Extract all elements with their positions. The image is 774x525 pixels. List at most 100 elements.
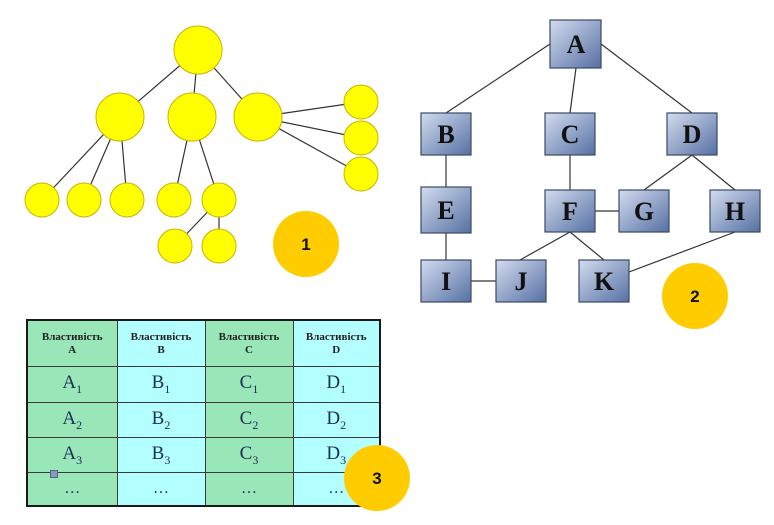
edge-a-c xyxy=(569,67,577,114)
table-cell: … xyxy=(26,472,118,507)
tree-node xyxy=(233,92,283,142)
cell-sub: 3 xyxy=(252,452,259,467)
cell-sub: 1 xyxy=(340,381,347,396)
tree-node xyxy=(167,92,217,142)
cell-sub: 1 xyxy=(252,381,259,396)
node-h-label: H xyxy=(725,197,745,226)
cell-base: C xyxy=(239,407,253,429)
tree-leaf-node xyxy=(157,228,193,264)
badge-2-label: 2 xyxy=(690,287,699,306)
table-cell: C3 xyxy=(204,437,294,473)
cell-sub: 2 xyxy=(76,417,83,432)
cell-base: D xyxy=(326,407,341,429)
table-row-ellipsis: … … … … xyxy=(26,472,381,507)
cell-sub: 2 xyxy=(252,417,259,432)
tree-nodes xyxy=(24,25,379,264)
edge-a-b xyxy=(445,43,551,114)
table-cell: D2 xyxy=(292,402,381,438)
cell-sub: 3 xyxy=(164,452,171,467)
cell-base: B xyxy=(151,407,165,429)
cell-sub: 3 xyxy=(340,452,347,467)
node-e-label: E xyxy=(437,196,454,225)
header-b-line2: B xyxy=(157,343,165,356)
node-c-label: C xyxy=(561,120,580,149)
edge-d-g xyxy=(643,154,693,191)
tree-root-node xyxy=(173,25,223,75)
tree-diagram: 1 xyxy=(24,25,379,277)
node-d-label: D xyxy=(683,120,702,149)
relation-table: Властивість A Властивість B Властивість … xyxy=(26,319,381,507)
node-b: B xyxy=(420,112,472,156)
badge-1-label: 1 xyxy=(301,235,310,254)
tree-leaf-node xyxy=(343,156,379,192)
table-cell: B1 xyxy=(116,366,206,403)
table-cell: A3 xyxy=(26,437,118,473)
cell-base: D xyxy=(326,372,341,394)
tree-leaf-node xyxy=(156,182,192,218)
tree-leaf-node xyxy=(201,228,237,264)
node-f: F xyxy=(544,189,596,233)
header-b-line1: Властивість xyxy=(130,330,192,343)
table-cell: C2 xyxy=(204,402,294,438)
badge-1: 1 xyxy=(273,211,339,277)
tree-leaf-node xyxy=(343,84,379,120)
header-d-line2: D xyxy=(332,343,341,356)
node-i-label: I xyxy=(441,267,451,296)
tree-node xyxy=(95,92,145,142)
header-cell-d: Властивість D xyxy=(292,319,381,367)
header-c-line2: C xyxy=(245,343,253,356)
graph-edges xyxy=(445,43,736,282)
selection-handle[interactable] xyxy=(50,470,58,478)
node-k-label: K xyxy=(594,267,615,296)
table-cell: C1 xyxy=(204,366,294,403)
badge-1-circle xyxy=(273,211,339,277)
cell-sub: 1 xyxy=(76,381,83,396)
table-cell: D3 xyxy=(292,437,381,473)
node-j: J xyxy=(495,259,547,303)
tree-leaf-node xyxy=(24,182,60,218)
tree-leaf-node xyxy=(343,120,379,156)
edge-f-j xyxy=(519,231,571,261)
table-row: A2 B2 C2 D2 xyxy=(26,402,381,438)
cell-sub: 2 xyxy=(340,417,347,432)
node-h: H xyxy=(709,189,761,233)
edge-a-d xyxy=(600,43,693,114)
node-b-label: B xyxy=(437,120,454,149)
node-f-label: F xyxy=(562,197,578,226)
node-k: K xyxy=(578,259,630,303)
node-j-label: J xyxy=(515,267,528,296)
node-a-label: A xyxy=(567,30,586,59)
table-cell: B2 xyxy=(116,402,206,438)
table-cell: … xyxy=(116,472,206,507)
node-a: A xyxy=(549,19,602,69)
graph-nodes: A B C D E F G xyxy=(420,19,761,303)
header-c-line1: Властивість xyxy=(218,330,280,343)
graph-diagram: A B C D E F G xyxy=(420,19,761,329)
node-g-label: G xyxy=(634,197,654,226)
table-cell: A1 xyxy=(26,366,118,403)
table-cell: … xyxy=(204,472,294,507)
table-header-row: Властивість A Властивість B Властивість … xyxy=(26,319,381,367)
cell-base: B xyxy=(151,372,165,394)
table-row: A3 B3 C3 D3 xyxy=(26,437,381,473)
header-a-line2: A xyxy=(68,343,77,356)
table-cell: … xyxy=(292,472,381,507)
table-cell: A2 xyxy=(26,402,118,438)
edge-d-h xyxy=(691,154,736,191)
cell-sub: 2 xyxy=(164,417,171,432)
badge-2: 2 xyxy=(662,263,728,329)
cell-base: A xyxy=(62,407,77,429)
header-a-line1: Властивість xyxy=(41,330,103,343)
cell-base: A xyxy=(62,372,77,394)
cell-base: C xyxy=(239,372,253,394)
header-cell-b: Властивість B xyxy=(116,319,206,367)
tree-node xyxy=(201,182,237,218)
cell-base: B xyxy=(151,442,165,464)
tree-leaf-node xyxy=(109,182,145,218)
node-c: C xyxy=(544,112,596,156)
cell-base: D xyxy=(326,442,341,464)
node-g: G xyxy=(618,189,670,233)
cell-sub: 3 xyxy=(76,452,83,467)
cell-base: C xyxy=(239,442,253,464)
